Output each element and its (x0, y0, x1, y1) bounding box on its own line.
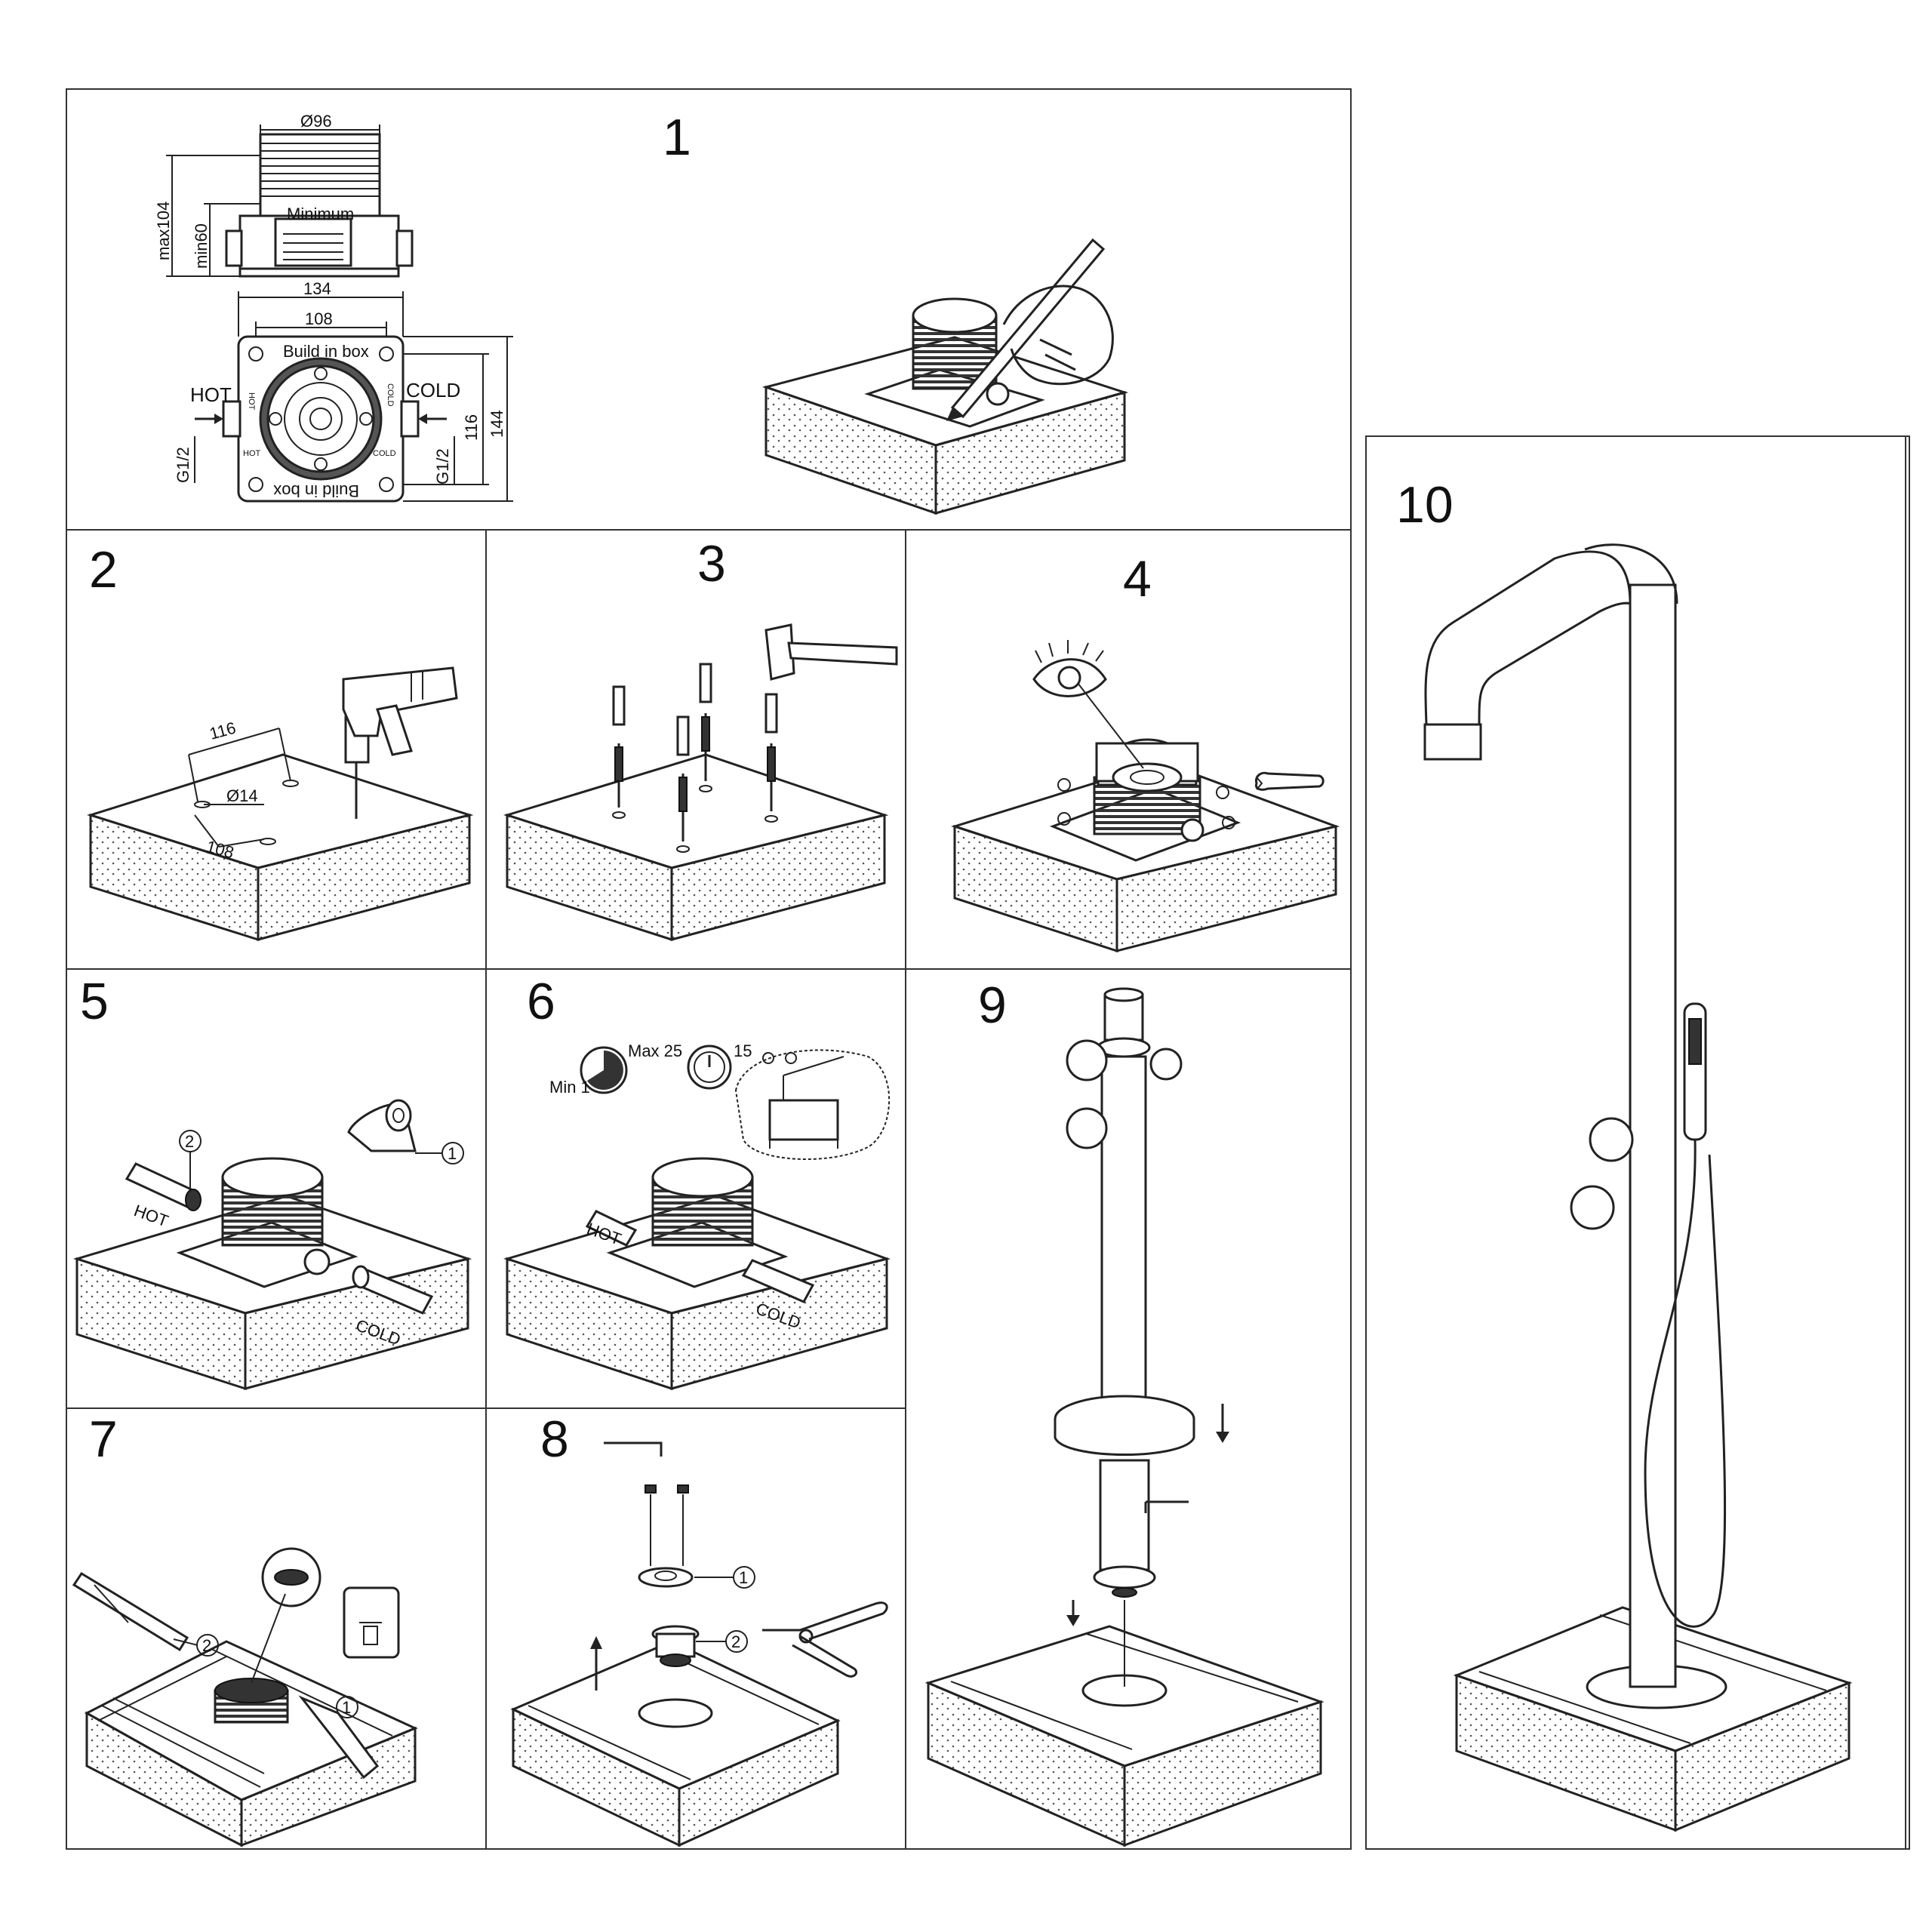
pliers-icon (762, 1601, 888, 1678)
inlet-left-side (225, 229, 243, 267)
thread-g12-right: G1/2 (433, 448, 452, 485)
dim-116: 116 (462, 414, 481, 441)
callout-2-circle (725, 1630, 748, 1653)
step5-hot-label: HOT (131, 1201, 171, 1230)
panel-grid (66, 88, 1910, 1850)
knife-icon (298, 1695, 380, 1780)
hot-small-top: HOT (247, 392, 256, 411)
trash-bin-icon (343, 1586, 400, 1659)
step7-callout-2: 2 (202, 1636, 211, 1655)
magnified-cap-icon (261, 1547, 321, 1607)
step-9-mount-mixer-illustration (924, 987, 1324, 1847)
step-1-marking-illustration (761, 238, 1129, 515)
allen-key-icon (604, 1441, 663, 1457)
hammer-icon (764, 623, 898, 681)
allen-key-icon (1144, 1500, 1189, 1513)
callout-2-circle (179, 1130, 202, 1152)
step-7-tiling-illustration: 2 1 (72, 1547, 418, 1847)
step-1-dimension-drawing: Minimum Ø96 max104 min60 134 108 Build i… (154, 112, 513, 503)
step-numbers: 1 2 3 4 5 6 7 8 9 10 (80, 109, 1454, 1468)
thermostat-knob-icon (1570, 1117, 1634, 1230)
dim-min60: min60 (192, 223, 211, 269)
dim-diameter-96: Ø96 (300, 112, 332, 131)
screws (645, 1484, 689, 1566)
flange-plate (638, 1567, 694, 1588)
step8-callout-2: 2 (731, 1632, 740, 1651)
step-6-pressure-test-illustration: HOT COLD Max 25 Min 1 15 (503, 1041, 891, 1391)
dim-108: 108 (305, 309, 333, 328)
step8-callout-1: 1 (739, 1568, 748, 1587)
box-cylinder-side (259, 133, 381, 217)
callout-1-circle (336, 1696, 358, 1718)
step-10-finished-shower-illustration (1423, 543, 1853, 1832)
cold-small-top: COLD (386, 383, 395, 407)
step-1-number: 1 (663, 109, 691, 166)
step-8-flange-illustration: 2 1 (510, 1441, 888, 1847)
step-2-drilling-illustration: 116 Ø14 108 (87, 666, 474, 942)
step-7-number: 7 (89, 1411, 118, 1468)
thermostat-knob-icon (1066, 1039, 1183, 1149)
anchor-bolts (612, 663, 778, 853)
dim-116-drill: 116 (208, 718, 238, 743)
caulking-gun-icon (72, 1571, 189, 1652)
step6-min-1: Min 1 (549, 1078, 590, 1097)
callout-1-circle (441, 1142, 464, 1164)
eye-icon (1032, 640, 1144, 769)
dim-144: 144 (488, 410, 506, 438)
step-8-number: 8 (540, 1411, 569, 1468)
stopwatch-icon (687, 1044, 732, 1090)
step-10-number: 10 (1396, 476, 1454, 534)
pump-icon (734, 1049, 891, 1161)
build-in-box-bottom: Build in box (273, 481, 359, 500)
dim-max104: max104 (154, 202, 173, 260)
dim-dia14: Ø14 (226, 786, 258, 805)
step6-max-25: Max 25 (628, 1041, 682, 1060)
shower-arm (1424, 550, 1632, 726)
adapter-part (651, 1625, 700, 1667)
cold-label: COLD (406, 379, 460, 401)
step5-callout-2: 2 (185, 1132, 194, 1151)
shower-column (1629, 583, 1677, 1688)
step-5-number: 5 (80, 973, 109, 1030)
thread-g12-left: G1/2 (174, 447, 192, 483)
shower-head (1423, 723, 1482, 761)
step-9-number: 9 (978, 977, 1007, 1034)
step5-callout-1: 1 (448, 1144, 457, 1163)
cylinder-threads (260, 143, 380, 197)
step-3-anchors-illustration (503, 623, 898, 942)
cold-small-bottom: COLD (373, 449, 396, 458)
step-6-number: 6 (527, 973, 555, 1030)
cold-pipe (352, 1265, 434, 1315)
step7-callout-1: 1 (342, 1698, 351, 1717)
inlet-right-side (395, 229, 414, 267)
step-3-number: 3 (697, 535, 726, 592)
step-2-number: 2 (89, 541, 118, 598)
pressure-gauge-icon (580, 1046, 628, 1094)
drill-icon (342, 666, 458, 819)
hand-icon (1002, 285, 1114, 386)
pencil-icon (946, 238, 1106, 421)
callout-1-circle (733, 1566, 755, 1589)
wrench-icon (1254, 771, 1324, 791)
callout-2-circle (196, 1634, 219, 1657)
hot-label: HOT (190, 383, 232, 406)
mixer-head (1103, 993, 1144, 1041)
hand-shower-icon (1644, 1002, 1727, 1628)
hot-pipe (125, 1162, 202, 1211)
dim-134: 134 (303, 279, 331, 298)
tape-roll-icon (347, 1099, 417, 1152)
step6-value-15: 15 (734, 1041, 752, 1060)
step-4-install-box-illustration (951, 640, 1340, 953)
step-4-number: 4 (1123, 550, 1152, 608)
step-5-connect-pipes-illustration: HOT COLD 2 1 (72, 1099, 472, 1391)
mixer-column (1100, 1055, 1147, 1413)
minimum-label: Minimum (287, 205, 354, 223)
hot-small-bottom: HOT (243, 449, 261, 458)
